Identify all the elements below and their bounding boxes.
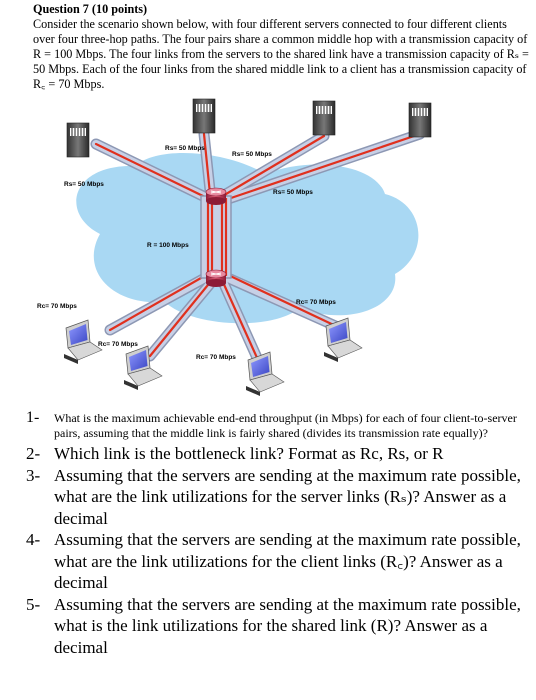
router-icon	[205, 269, 227, 288]
sub-question-text: Assuming that the servers are sending at…	[54, 594, 521, 657]
question-intro: Consider the scenario shown below, with …	[33, 17, 529, 91]
sub-question-text: Assuming that the servers are sending at…	[54, 465, 521, 528]
router-icon	[205, 187, 227, 206]
sub-question-number: 1-	[26, 409, 40, 426]
label-r-middle: R = 100 Mbps	[147, 242, 189, 249]
sub-question-number: 2-	[26, 444, 41, 463]
server-icon	[408, 102, 432, 138]
client-computer-icon	[63, 319, 103, 365]
label-rs-right: Rs= 50 Mbps	[273, 189, 313, 196]
label-rs-left: Rs= 50 Mbps	[64, 181, 104, 188]
network-diagram: Rs= 50 Mbps Rs= 50 Mbps Rs= 50 Mbps Rs= …	[37, 98, 432, 397]
network-cloud	[76, 152, 419, 324]
sub-question-text: What is the maximum achievable end-end t…	[54, 411, 517, 440]
question-title: Question 7 (10 points)	[33, 2, 148, 16]
sub-question-text: Which link is the bottleneck link? Forma…	[54, 444, 444, 463]
server-icon	[66, 122, 90, 158]
sub-question: 4- Assuming that the servers are sending…	[26, 529, 531, 594]
label-rs-top-left: Rs= 50 Mbps	[165, 145, 205, 152]
sub-question-number: 3-	[26, 465, 41, 485]
label-rc-left: Rc= 70 Mbps	[37, 303, 77, 310]
sub-question: 1- What is the maximum achievable end-en…	[26, 409, 531, 440]
client-computer-icon	[323, 317, 363, 363]
sub-question-text: Assuming that the servers are sending at…	[54, 530, 521, 592]
server-icon	[192, 98, 216, 134]
sub-question-number: 4-	[26, 530, 41, 549]
sub-question-number: 5-	[26, 594, 41, 614]
sub-question: 5- Assuming that the servers are sending…	[26, 594, 531, 659]
question-header: Question 7 (10 points) Consider the scen…	[33, 2, 531, 92]
client-computer-icon	[245, 351, 285, 397]
sub-question-list: 1- What is the maximum achievable end-en…	[26, 409, 531, 659]
label-rc-right: Rc= 70 Mbps	[296, 299, 336, 306]
server-icon	[312, 100, 336, 136]
sub-question: 3- Assuming that the servers are sending…	[26, 465, 531, 530]
label-rc-bottom: Rc= 70 Mbps	[196, 354, 236, 361]
label-rc-bottom-left: Rc= 70 Mbps	[98, 341, 138, 348]
label-rs-top-right: Rs= 50 Mbps	[232, 151, 272, 158]
sub-question: 2- Which link is the bottleneck link? Fo…	[26, 443, 531, 465]
